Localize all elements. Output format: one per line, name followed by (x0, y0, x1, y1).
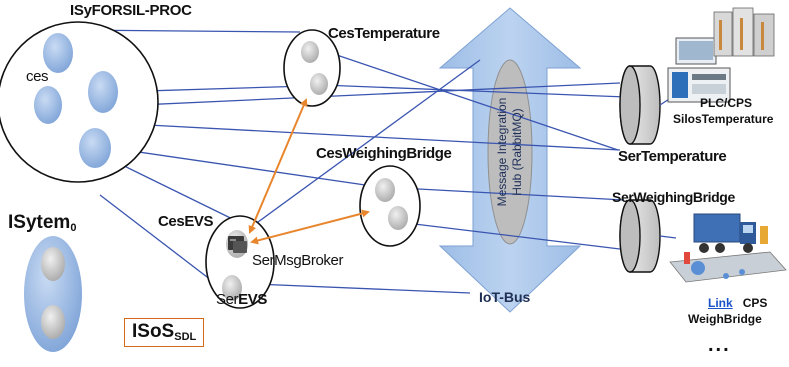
ces-node (34, 86, 62, 124)
ser-temperature-label: SerTemperature (618, 148, 727, 165)
ces-node (43, 33, 73, 73)
ces-evs-label: CesEVS (158, 213, 214, 230)
ces-node (79, 128, 111, 168)
ser-evs-node (222, 275, 242, 301)
silos-plc-icon (667, 7, 775, 103)
ces-temperature-node (301, 41, 319, 63)
message-hub-label: Message Integration Hub (RabbitMQ) (495, 97, 524, 207)
orange-arrow-weighing (250, 209, 370, 245)
ser-temperature-cylinder (619, 65, 661, 145)
terminal-icon (228, 236, 247, 253)
isystem0-node (41, 305, 65, 339)
weigh-bridge-label: WeighBridge (688, 312, 762, 326)
ellipsis: ... (708, 334, 731, 356)
silos-temperature-label: SilosTemperature (673, 112, 774, 126)
ser-msg-broker-label: SerMsgBroker (252, 252, 344, 269)
isystem0-node (41, 247, 65, 281)
ces-weighing-bridge-ellipse (359, 165, 421, 247)
ces-temperature-node (310, 73, 328, 95)
ces-weighing-bridge-node (388, 206, 408, 230)
link[interactable]: Link (708, 296, 733, 310)
ser-weighing-bridge-label: SerWeighingBridge (612, 189, 735, 205)
weighbridge-truck-icon (669, 213, 787, 283)
ces-weighing-bridge-label: CesWeighingBridge (316, 145, 452, 162)
isystem0-label: ISytem0 (8, 212, 77, 234)
ser-evs-label: SerEVS (216, 291, 267, 308)
ces-node (88, 71, 118, 113)
message-hub-ellipse (487, 59, 533, 245)
isos-sdl-box: ISoSSDL (124, 318, 205, 347)
isyforsil-proc-circle (0, 21, 159, 183)
plc-cps-label: PLC/CPS (700, 96, 753, 110)
ser-weighing-bridge-cylinder (619, 199, 661, 273)
iot-bus-label: IoT-Bus (479, 289, 531, 305)
connector-lines (65, 29, 629, 294)
ces-weighing-bridge-node (375, 178, 395, 202)
ces-temperature-label: CesTemperature (328, 25, 440, 42)
isyforsil-proc-label: ISyFORSIL-PROC (70, 2, 192, 19)
ces-label: ces (26, 68, 49, 85)
orange-arrow-temperature (248, 98, 308, 234)
link-cps-label: Link CPS (708, 296, 768, 310)
isystem0-ellipse (24, 236, 82, 352)
